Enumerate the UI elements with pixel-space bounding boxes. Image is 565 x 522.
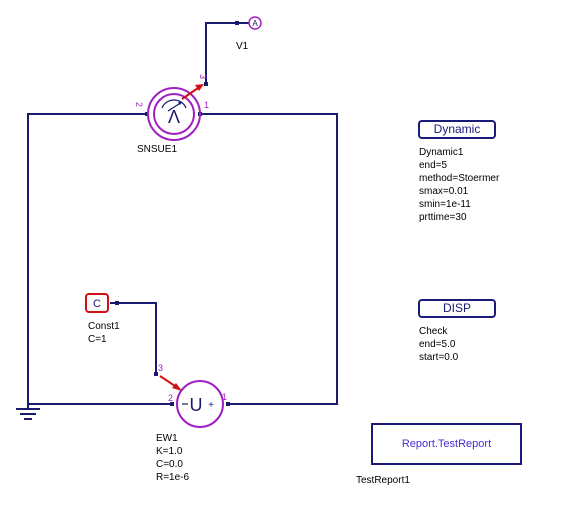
source-param: K=1.0 xyxy=(156,446,183,457)
dynamic-name: Dynamic1 xyxy=(419,147,464,158)
wires xyxy=(27,22,338,405)
source-label: EW1 K=1.0 C=0.0 R=1e-6 xyxy=(156,432,189,484)
report-name: TestReport1 xyxy=(356,475,410,486)
junction-dots xyxy=(115,21,239,406)
dynamic-block-label: Dynamic xyxy=(433,122,481,136)
constant-label: Const1 C=1 xyxy=(88,320,120,346)
terminal-name: V1 xyxy=(236,41,249,52)
source-symbol: U xyxy=(190,395,203,415)
constant-param: C=1 xyxy=(88,334,107,345)
sensor-pin-right: 1 xyxy=(204,100,209,110)
disp-name: Check xyxy=(419,326,448,337)
constant-symbol: C xyxy=(93,298,101,310)
ammeter-gauge-icon xyxy=(161,99,187,112)
source-param: C=0.0 xyxy=(156,459,183,470)
terminal-symbol: A xyxy=(252,19,258,28)
disp-params: Check end=5.0 start=0.0 xyxy=(419,325,458,364)
sensor-pin-out: 3 xyxy=(198,74,208,79)
dynamic-param: smin=1e-11 xyxy=(419,199,471,210)
disp-param: start=0.0 xyxy=(419,352,459,363)
constant-block[interactable]: C xyxy=(85,293,109,313)
source-plus-sign: + xyxy=(208,400,214,411)
sensor-snsue1[interactable]: V 2 1 3 xyxy=(134,74,209,141)
source-name: EW1 xyxy=(156,433,178,444)
dynamic-param: end=5 xyxy=(419,160,448,171)
wire-loop-left xyxy=(27,113,172,405)
source-pin-right: 1 xyxy=(222,392,227,402)
source-input-arrow xyxy=(159,375,182,391)
wire-loop-right xyxy=(200,113,338,405)
disp-param: end=5.0 xyxy=(419,339,456,350)
sensor-pin-left: 2 xyxy=(134,102,144,107)
sensor-name: SNSUE1 xyxy=(137,144,178,155)
ground-icon xyxy=(16,404,40,420)
wire-const-output xyxy=(110,302,157,374)
wire-sensor-output xyxy=(205,22,250,84)
dynamic-block-button[interactable]: Dynamic xyxy=(418,120,496,139)
dynamic-param: smax=0.01 xyxy=(419,186,469,197)
source-pin-in: 3 xyxy=(158,363,163,373)
source-pin-left: 2 xyxy=(168,393,173,403)
dynamic-param: method=Stoermer xyxy=(419,173,500,184)
constant-name: Const1 xyxy=(88,321,120,332)
source-param: R=1e-6 xyxy=(156,472,190,483)
dynamic-params: Dynamic1 end=5 method=Stoermer smax=0.01… xyxy=(419,146,499,224)
voltage-source-ew1[interactable]: U + 2 1 3 xyxy=(158,363,227,428)
report-block-label: Report.TestReport xyxy=(401,438,492,450)
terminal-circle-icon[interactable]: A xyxy=(248,16,262,30)
dynamic-param: prttime=30 xyxy=(419,212,467,223)
voltage-source-icon: U + xyxy=(182,395,214,415)
report-block[interactable]: Report.TestReport xyxy=(371,423,522,465)
disp-block-label: DISP xyxy=(442,301,471,315)
disp-block-button[interactable]: DISP xyxy=(418,299,496,318)
sensor-output-arrow xyxy=(181,84,204,100)
sensor-symbol: V xyxy=(168,106,180,126)
